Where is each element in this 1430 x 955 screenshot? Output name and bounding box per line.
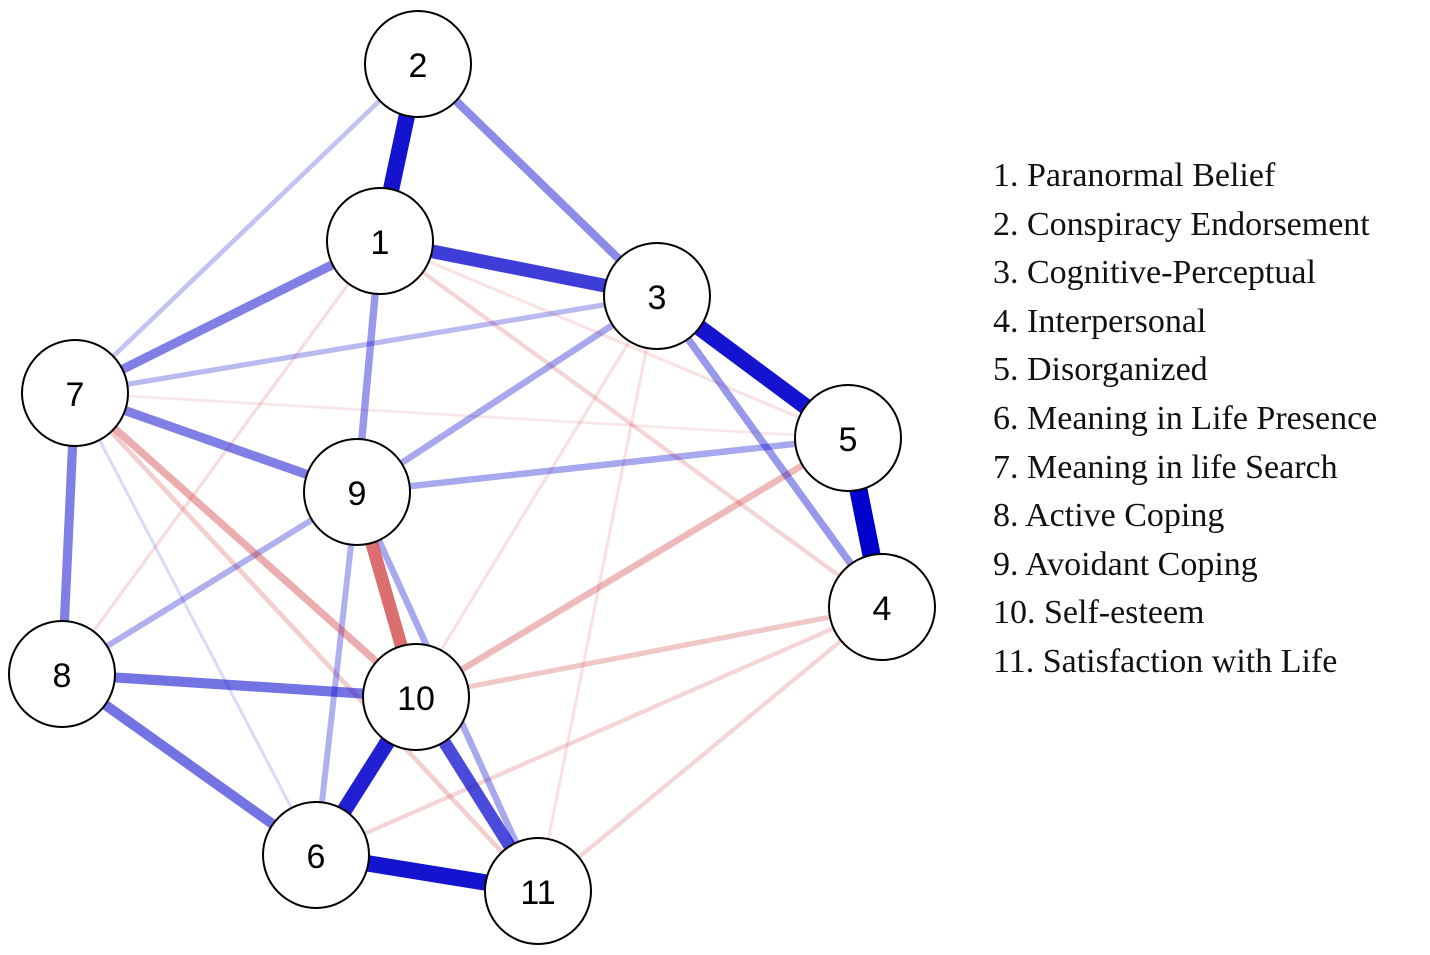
node-label-5: 5 bbox=[839, 421, 858, 459]
node-circle-5 bbox=[794, 384, 902, 492]
legend-item-6: 6. Meaning in Life Presence bbox=[993, 399, 1378, 437]
node-1: 1 bbox=[326, 187, 434, 295]
node-label-11: 11 bbox=[520, 874, 555, 912]
legend-item-7: 7. Meaning in life Search bbox=[993, 448, 1338, 486]
node-8: 8 bbox=[8, 620, 116, 728]
node-label-1: 1 bbox=[371, 224, 390, 262]
legend-item-4: 4. Interpersonal bbox=[993, 302, 1207, 340]
node-label-2: 2 bbox=[409, 47, 428, 85]
edge-7-11 bbox=[73, 391, 540, 893]
node-circle-3 bbox=[603, 242, 711, 350]
node-circle-2 bbox=[364, 10, 472, 118]
node-circle-1 bbox=[326, 187, 434, 295]
node-circle-8 bbox=[8, 620, 116, 728]
node-9: 9 bbox=[303, 438, 411, 546]
node-circle-6 bbox=[262, 801, 370, 909]
edge-2-3 bbox=[415, 61, 660, 299]
node-circle-7 bbox=[21, 339, 129, 447]
node-circle-4 bbox=[828, 553, 936, 661]
node-label-3: 3 bbox=[648, 279, 667, 317]
node-circle-9 bbox=[303, 438, 411, 546]
node-label-4: 4 bbox=[873, 590, 892, 628]
legend-item-5: 5. Disorganized bbox=[993, 351, 1208, 389]
legend-item-10: 10. Self-esteem bbox=[993, 594, 1205, 632]
edge-2-7 bbox=[73, 62, 420, 395]
edge-10-4 bbox=[415, 604, 883, 700]
edge-7-5 bbox=[74, 391, 849, 440]
node-7: 7 bbox=[21, 339, 129, 447]
node-label-9: 9 bbox=[348, 475, 367, 513]
node-label-8: 8 bbox=[53, 657, 72, 695]
edge-1-7 bbox=[72, 236, 383, 398]
edge-3-4 bbox=[654, 293, 885, 610]
legend-item-1: 1. Paranormal Belief bbox=[993, 157, 1276, 194]
node-6: 6 bbox=[262, 801, 370, 909]
edges-layer bbox=[57, 61, 891, 900]
edge-9-8 bbox=[60, 489, 359, 677]
edge-9-5 bbox=[356, 434, 849, 496]
node-10: 10 bbox=[362, 643, 470, 751]
node-4: 4 bbox=[828, 553, 936, 661]
node-5: 5 bbox=[794, 384, 902, 492]
edge-7-6 bbox=[73, 392, 318, 856]
node-legend: 1. Paranormal Belief 2. Conspiracy Endor… bbox=[993, 152, 1377, 687]
edge-3-11 bbox=[536, 295, 659, 892]
edge-10-5 bbox=[414, 435, 850, 700]
edge-9-3 bbox=[355, 293, 659, 495]
node-2: 2 bbox=[364, 10, 472, 118]
node-label-7: 7 bbox=[66, 376, 85, 414]
edge-1-8 bbox=[60, 239, 382, 676]
edge-1-4 bbox=[378, 239, 884, 609]
edge-9-6 bbox=[313, 491, 360, 856]
node-3: 3 bbox=[603, 242, 711, 350]
node-11: 11 bbox=[484, 837, 592, 945]
edge-7-3 bbox=[74, 293, 658, 396]
node-circle-10 bbox=[362, 643, 470, 751]
legend-item-9: 9. Avoidant Coping bbox=[993, 545, 1258, 583]
legend-item-3: 3. Cognitive-Perceptual bbox=[993, 254, 1316, 292]
legend-item-11: 11. Satisfaction with Life bbox=[993, 642, 1338, 680]
legend-item-8: 8. Active Coping bbox=[993, 497, 1225, 535]
node-circle-11 bbox=[484, 837, 592, 945]
edge-1-5 bbox=[379, 239, 849, 440]
edge-8-10 bbox=[61, 668, 417, 703]
node-label-10: 10 bbox=[397, 680, 435, 718]
nodes-layer: 1 2 3 4 5 6 7 8 9 10 11 bbox=[8, 10, 936, 945]
node-label-6: 6 bbox=[307, 838, 326, 876]
edge-6-4 bbox=[315, 605, 883, 857]
legend-item-2: 2. Conspiracy Endorsement bbox=[993, 205, 1370, 243]
edge-7-10 bbox=[72, 390, 419, 700]
edge-11-4 bbox=[536, 605, 884, 893]
